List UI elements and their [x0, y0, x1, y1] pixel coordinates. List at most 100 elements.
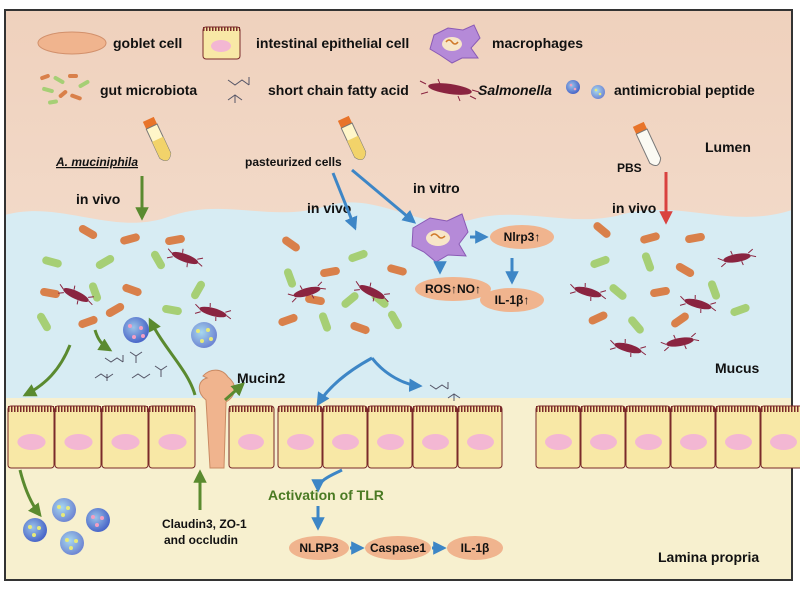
epithelial-cell: [457, 405, 503, 469]
goblet-cell-icon: [37, 31, 107, 55]
left-arrow-down-to-amp: [18, 469, 42, 518]
bacterium: [341, 292, 359, 308]
frame: [4, 9, 793, 581]
il1b-label: IL-1β: [461, 541, 490, 555]
bacterium: [88, 282, 102, 302]
nlrp3-up-label: Nlrp3↑: [504, 230, 541, 244]
legend-macrophages-label: macrophages: [492, 35, 583, 51]
salmonella: [194, 302, 232, 322]
mucin-label: Mucin2: [237, 370, 285, 386]
tube-icon-left: [142, 116, 172, 162]
bacterium: [628, 316, 644, 334]
bacterium: [40, 287, 60, 299]
epithelial-cell: [580, 405, 626, 469]
bacterium: [78, 225, 98, 239]
goblet-cell: [198, 369, 235, 469]
salmonella: [660, 332, 700, 352]
salmonella: [287, 281, 326, 303]
left-arrow-goblet-to-mucin: [224, 382, 246, 402]
legend-goblet-cell: goblet cell: [37, 31, 182, 55]
salmonella: [679, 294, 717, 314]
lumen-label: Lumen: [705, 139, 751, 155]
middle-vivo-arrow: [331, 172, 358, 231]
caspase1-node: Caspase1: [365, 536, 431, 560]
salmonella: [569, 282, 607, 302]
salmonella: [58, 283, 94, 306]
legend-gut-microbiota-label: gut microbiota: [100, 82, 197, 98]
salmonella: [354, 280, 390, 303]
bacteria-cluster-left: [37, 225, 232, 332]
epithelial-cell: [670, 405, 716, 469]
bacterium: [348, 249, 368, 263]
bacterium: [590, 255, 610, 269]
epithelial-cell: [101, 405, 149, 469]
bacterium: [151, 250, 165, 270]
left-arrow-to-scfa: [93, 329, 113, 352]
bacterium: [707, 280, 721, 300]
salmonella-icon: [419, 78, 480, 102]
middle-split-arrow-left: [316, 356, 373, 407]
epithelial-cell: [412, 405, 458, 469]
junction-label-line2: and occludin: [164, 533, 238, 547]
bacterium: [105, 303, 125, 317]
middle-route-vivo-label: in vivo: [307, 200, 351, 216]
legend-salmonella: Salmonella: [419, 78, 552, 102]
nlrp3-label: NLRP3: [299, 541, 339, 555]
bacterium: [37, 312, 51, 332]
salmonella: [717, 248, 757, 268]
bacterium: [282, 236, 300, 252]
bacterium: [387, 264, 407, 276]
epithelial-cell: [277, 405, 323, 469]
salmonella: [166, 248, 204, 268]
bacterium: [283, 268, 297, 288]
legend-macrophages: macrophages: [429, 24, 583, 64]
epithelial-cell: [535, 405, 581, 469]
scfa-icon: [227, 77, 250, 103]
bacterium: [278, 313, 298, 327]
legend-gut-microbiota: gut microbiota: [40, 73, 197, 105]
scfa-group-middle: [429, 382, 461, 401]
amp-group-mucus: [123, 317, 217, 348]
tlr-label: Activation of TLR: [268, 487, 384, 503]
caspase1-label: Caspase1: [370, 541, 426, 555]
mucus-label: Mucus: [715, 360, 760, 376]
bacterium: [609, 284, 627, 300]
tube-icon-middle: [337, 115, 367, 161]
middle-split-arrow-right: [370, 357, 423, 393]
bacterium: [318, 312, 332, 332]
bacterium: [671, 312, 689, 328]
legend-epithelial-cell-label: intestinal epithelial cell: [256, 35, 409, 51]
middle-route-vitro-label: in vitro: [413, 180, 460, 196]
bacterium: [191, 280, 205, 300]
legend-amp: antimicrobial peptide: [566, 80, 755, 99]
middle-treatment-label: pasteurized cells: [245, 155, 342, 169]
salmonella: [609, 338, 647, 358]
amp-group-lamina: [23, 498, 110, 555]
bacteria-cluster-middle: [278, 236, 407, 335]
epithelial-cell: [715, 405, 761, 469]
legend-amp-label: antimicrobial peptide: [614, 82, 755, 98]
epithelium-middle: [277, 405, 503, 469]
bacterium: [588, 311, 608, 325]
bacterium: [162, 304, 182, 316]
epithelium-left: [7, 405, 275, 469]
macrophage-middle: [411, 213, 469, 263]
il1b-up-node: IL-1β↑: [480, 288, 544, 312]
epithelial-cell: [625, 405, 671, 469]
bacterium: [120, 233, 140, 245]
left-treatment-label: A. muciniphila: [55, 155, 138, 169]
gut-microbiota-icon: [40, 73, 90, 105]
legend-salmonella-label: Salmonella: [478, 82, 552, 98]
legend-scfa-label: short chain fatty acid: [268, 82, 409, 98]
epithelium-right: [535, 405, 800, 469]
epithelial-cell: [760, 405, 800, 469]
nlrp3-up-node: Nlrp3↑: [490, 225, 554, 249]
bacterium: [42, 256, 62, 268]
bacterium: [95, 255, 115, 269]
epithelial-cell: [322, 405, 368, 469]
amp-icon: [566, 80, 605, 99]
epithelial-cell: [7, 405, 55, 469]
right-route-label: in vivo: [612, 200, 656, 216]
tube-icon-right: [632, 121, 662, 167]
